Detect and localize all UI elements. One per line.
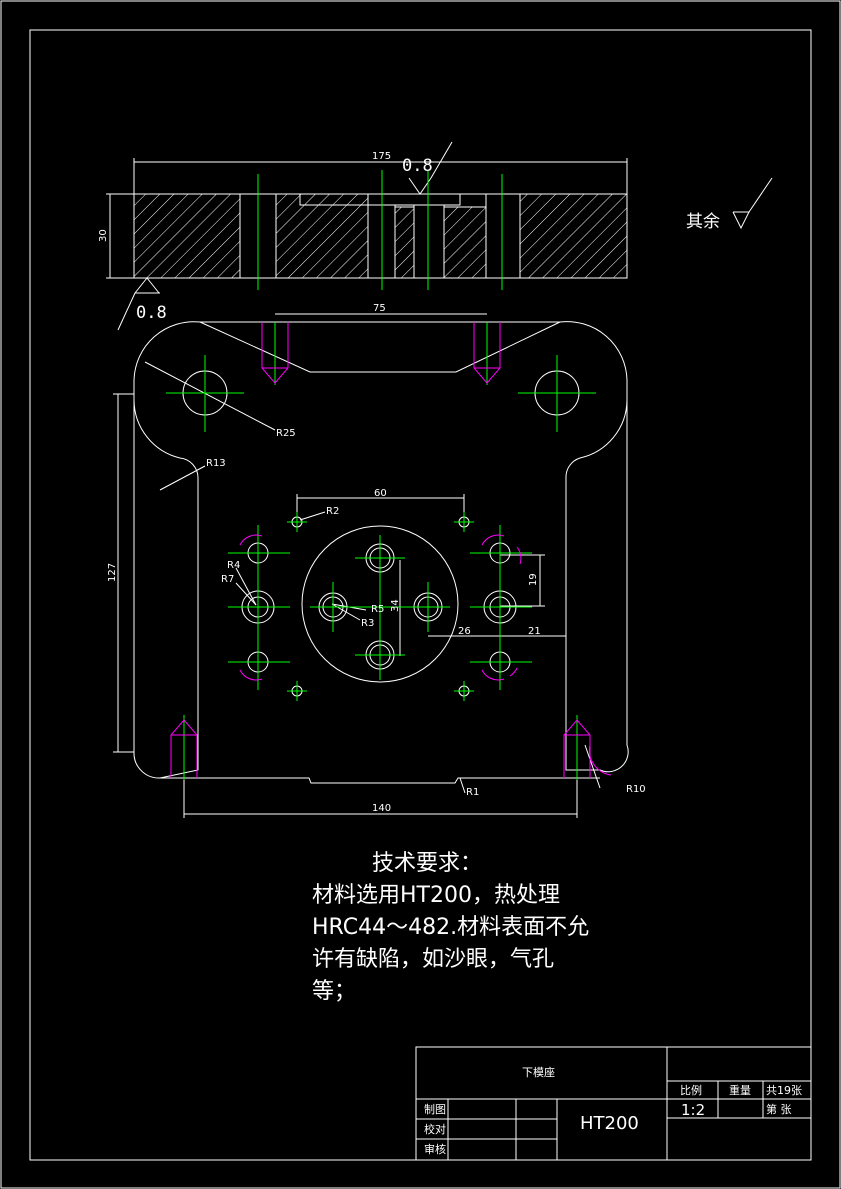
notes-line-3: 许有缺陷，如沙眼，气孔: [312, 947, 555, 972]
roughness-bottom: 0.8: [136, 303, 167, 323]
notes-line-4: 等；: [312, 979, 357, 1004]
dim-height: 30: [98, 229, 109, 242]
radius-r13: R13: [206, 458, 226, 469]
dim-hole-span: 60: [374, 488, 387, 499]
sheet-number: 第 张: [766, 1102, 792, 1116]
radius-r7: R7: [221, 574, 234, 585]
roughness-top: 0.8: [402, 156, 433, 176]
radius-r2: R2: [326, 506, 339, 517]
radius-r1: R1: [466, 787, 479, 798]
notes-line-2: HRC44～482.材料表面不允: [312, 915, 590, 940]
scale-value: 1:2: [681, 1101, 705, 1119]
material-label: HT200: [580, 1113, 639, 1134]
title-block: [415, 1046, 812, 1161]
row-draw: 制图: [424, 1103, 446, 1116]
section-view: [106, 141, 773, 331]
radius-r5: R5: [371, 604, 384, 615]
weight-label: 重量: [729, 1083, 751, 1097]
dim-top-span: 75: [373, 303, 386, 314]
dim-left-height: 127: [107, 563, 118, 582]
notes-heading: 技术要求：: [372, 851, 483, 876]
radius-r25: R25: [276, 428, 296, 439]
radius-r10: R10: [626, 784, 646, 795]
dim-26: 26: [458, 626, 471, 637]
total-sheets: 共19张: [766, 1084, 802, 1097]
dim-21: 21: [528, 626, 541, 637]
pin-holes: [170, 322, 612, 778]
center-lines: [166, 170, 596, 780]
row-review: 审核: [424, 1142, 446, 1156]
dim-19: 19: [528, 573, 539, 586]
dim-bottom-span: 140: [372, 803, 391, 814]
scale-label: 比例: [680, 1083, 702, 1097]
row-check: 校对: [424, 1122, 446, 1136]
dim-34: 34: [390, 599, 401, 612]
technical-requirements: 技术要求： 材料选用HT200，热处理 HRC44～482.材料表面不允 许有缺…: [312, 848, 589, 1008]
other-finish-label: 其余: [686, 212, 720, 232]
part-name: 下模座: [522, 1065, 555, 1079]
radius-r4: R4: [227, 560, 240, 571]
dim-top-width: 175: [372, 151, 391, 162]
notes-line-1: 材料选用HT200，热处理: [312, 883, 560, 908]
radius-r3: R3: [361, 618, 374, 629]
plan-view: [113, 313, 629, 818]
